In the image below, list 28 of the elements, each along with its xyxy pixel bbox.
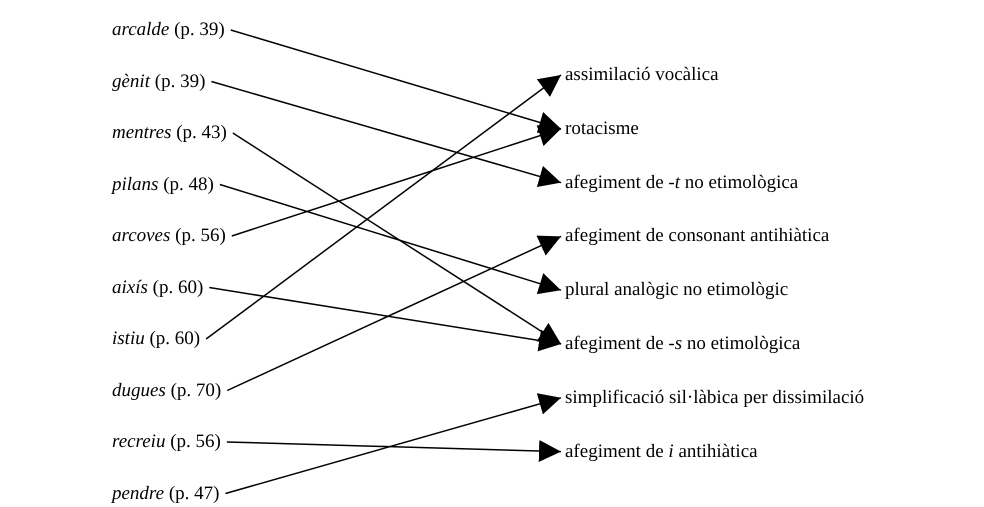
arrow [232, 125, 562, 237]
arrow [220, 184, 562, 294]
list-entry: afegiment de -s no etimològica [563, 333, 802, 355]
list-entry: arcalde (p. 39) [110, 19, 227, 41]
arrow [209, 286, 562, 352]
arrow [232, 132, 562, 345]
list-entry: afegiment de -t no etimològica [563, 172, 800, 194]
list-entry: mentres (p. 43) [110, 122, 229, 144]
list-entry: afegiment de i antihiàtica [563, 440, 760, 463]
arrow [225, 393, 562, 494]
list-entry: istiu (p. 60) [110, 328, 202, 350]
list-entry: assimilació vocàlica [563, 64, 721, 86]
arrow [226, 236, 562, 392]
arrow [211, 80, 562, 188]
arrow [230, 29, 562, 134]
list-entry: pendre (p. 47) [110, 482, 222, 504]
list-entry: aixís (p. 60) [110, 276, 206, 298]
list-entry: plural analògic no etimològic [563, 279, 790, 302]
list-entry: simplificació sil·làbica per dissimilació [563, 386, 866, 409]
list-entry: afegiment de consonant antihiàtica [563, 225, 832, 248]
list-entry: dugues (p. 70) [110, 380, 224, 402]
arrow [226, 440, 562, 462]
arrow [206, 74, 562, 340]
list-entry: recreiu (p. 56) [110, 431, 223, 453]
list-entry: rotacisme [563, 118, 641, 140]
list-entry: gènit (p. 39) [110, 70, 208, 92]
list-entry: pilans (p. 48) [110, 174, 216, 196]
list-entry: arcoves (p. 56) [110, 225, 228, 247]
